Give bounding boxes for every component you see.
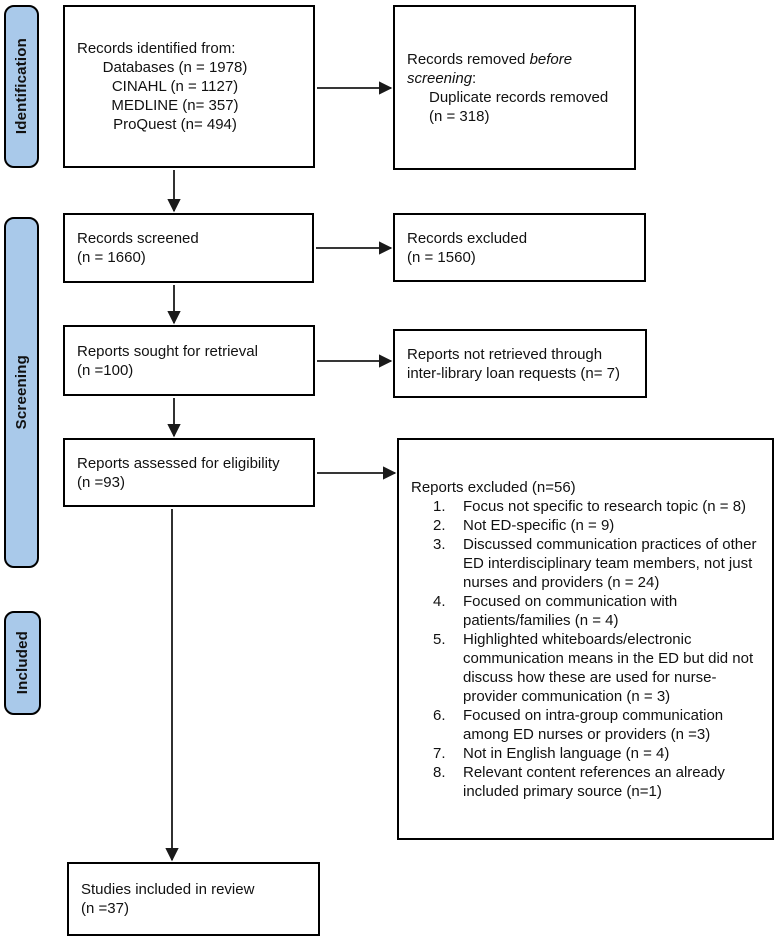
box-reports-assessed: Reports assessed for eligibility (n =93) <box>63 438 315 507</box>
box-records-identified: Records identified from: Databases (n = … <box>63 5 315 168</box>
list-item: Not in English language (n = 4) <box>463 744 670 762</box>
records-screened-count: (n = 1660) <box>77 249 146 266</box>
reports-assessed-text: Reports assessed for eligibility <box>77 454 280 472</box>
reports-excluded-heading: Reports excluded (n=56) <box>411 478 576 496</box>
stage-screening: Screening <box>4 217 39 568</box>
stage-included: Included <box>4 611 41 715</box>
exclusion-reasons-list: Focus not specific to research topic (n … <box>411 497 758 801</box>
list-item: Focused on intra-group communication amo… <box>463 706 724 743</box>
records-excluded-text: Records excluded <box>407 229 528 247</box>
list-item: CINAHL (n = 1127) <box>111 78 239 95</box>
list-item: Focused on communication with patients/f… <box>463 592 678 629</box>
stage-screening-label: Screening <box>13 355 30 430</box>
box-studies-included: Studies included in review (n =37) <box>67 862 320 936</box>
box-reports-excluded-reasons: Reports excluded (n=56) Focus not specif… <box>397 438 774 840</box>
records-removed-count: (n = 318) <box>429 107 490 125</box>
studies-included-text: Studies included in review <box>81 881 255 898</box>
records-identified-heading: Records identified from: <box>77 40 236 57</box>
box-reports-not-retrieved: Reports not retrieved through inter-libr… <box>393 329 647 398</box>
list-item: Databases (n = 1978) <box>102 59 248 76</box>
stage-identification-label: Identification <box>13 38 30 135</box>
list-item: Discussed communication practices of oth… <box>463 535 757 591</box>
list-item: Relevant content references an already i… <box>463 763 725 800</box>
records-identified-sources: Databases (n = 1978) CINAHL (n = 1127) MED… <box>77 58 273 134</box>
box-records-removed: Records removed before screening: Duplic… <box>393 5 636 170</box>
records-removed-suffix: : <box>472 69 477 87</box>
reports-sought-text: Reports sought for retrieval <box>77 342 258 360</box>
box-records-excluded: Records excluded (n = 1560) <box>393 213 646 282</box>
list-item: Not ED-specific (n = 9) <box>463 516 615 534</box>
records-removed-detail: Duplicate records removed <box>429 88 609 106</box>
records-excluded-count: (n = 1560) <box>407 248 476 266</box>
list-item: Highlighted whiteboards/electronic commu… <box>463 630 754 705</box>
stage-identification: Identification <box>4 5 39 168</box>
list-item: ProQuest (n= 494) <box>113 116 237 133</box>
reports-sought-count: (n =100) <box>77 361 134 379</box>
records-removed-prefix: Records removed <box>407 50 530 68</box>
reports-not-retrieved-text: Reports not retrieved through <box>407 345 603 363</box>
reports-assessed-count: (n =93) <box>77 473 125 491</box>
records-removed-italic: before screening <box>407 50 573 87</box>
studies-included-count: (n =37) <box>81 900 129 917</box>
list-item: Focus not specific to research topic (n … <box>463 497 747 515</box>
box-reports-sought: Reports sought for retrieval (n =100) <box>63 325 315 396</box>
box-records-screened: Records screened (n = 1660) <box>63 213 314 283</box>
records-screened-text: Records screened <box>77 230 199 247</box>
stage-included-label: Included <box>14 631 31 695</box>
list-item: MEDLINE (n= 357) <box>111 97 239 114</box>
records-removed-heading: Records removed before screening: <box>407 50 597 88</box>
reports-not-retrieved-count: inter-library loan requests (n= 7) <box>407 364 621 382</box>
